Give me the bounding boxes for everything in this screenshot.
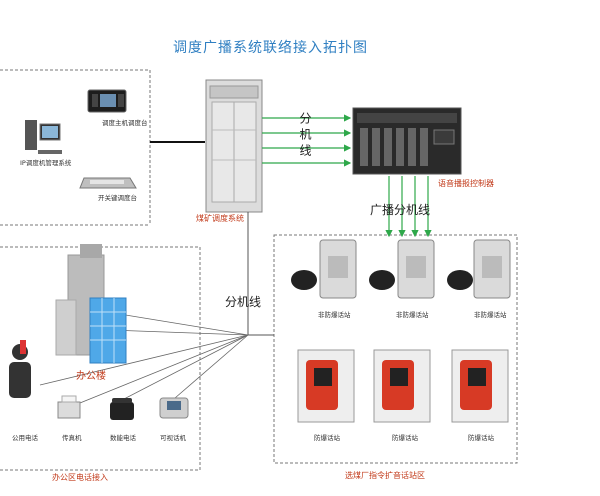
nonexp-station-label-3: 非防爆话站 xyxy=(474,311,507,319)
office-zone-label: 办公区电话接入 xyxy=(52,473,108,482)
video-phone-icon xyxy=(159,397,189,419)
phone-label-video: 可视话机 xyxy=(160,434,186,442)
dispatch-monitor-icon xyxy=(87,89,127,113)
link-down-label: 分机线 xyxy=(225,295,262,309)
exp-station-label-2: 防爆话站 xyxy=(392,434,418,442)
phone-label-smart: 数能电话 xyxy=(110,434,136,442)
nonexp-station-label-1: 非防爆话站 xyxy=(318,311,351,319)
plant-zone-label: 选煤厂指令扩音话站区 xyxy=(345,471,425,480)
cabinet-to-controller-arrows xyxy=(262,114,352,167)
nonexp-station-label-2: 非防爆话站 xyxy=(396,311,429,319)
person-phone-icon xyxy=(9,340,31,398)
building-label: 办公楼 xyxy=(76,371,106,382)
diagram-title: 调度广播系统联络接入拓扑图 xyxy=(173,40,368,56)
cabinet-label: 煤矿调度系统 xyxy=(196,214,244,223)
office-building-icon xyxy=(55,244,127,364)
exp-station-icon-2 xyxy=(373,349,431,423)
voice-controller-icon xyxy=(352,107,462,175)
console-label: 开关键调度台 xyxy=(98,194,137,202)
controller-label: 语音播报控制器 xyxy=(438,179,494,188)
link-vertical-label: 分机线 xyxy=(298,112,312,160)
monitor-label: 调度主机调度台 xyxy=(102,119,148,127)
pc-label: IP调度机管理系统 xyxy=(20,159,72,167)
fax-machine-icon xyxy=(57,395,81,419)
exp-station-icon-1 xyxy=(297,349,355,423)
exp-station-icon-3 xyxy=(451,349,509,423)
smart-phone-icon xyxy=(110,398,134,420)
nonexp-station-icon-3 xyxy=(447,239,511,299)
nonexp-station-icon-2 xyxy=(369,239,435,299)
controller-to-stations-arrows xyxy=(385,176,432,238)
desktop-pc-icon xyxy=(25,120,62,154)
plant-zone-border xyxy=(273,234,518,464)
cabinet-to-plant-line xyxy=(247,212,274,336)
phone-label-fax: 传真机 xyxy=(62,434,82,442)
switch-console-icon xyxy=(79,177,137,189)
nonexp-station-icon-1 xyxy=(291,239,357,299)
broadcast-link-label: 广播分机线 xyxy=(370,203,431,217)
left-panel-border xyxy=(0,69,151,226)
exp-station-label-3: 防爆话站 xyxy=(468,434,494,442)
dispatch-cabinet-icon xyxy=(205,79,263,213)
phone-label-public: 公用电话 xyxy=(12,434,38,442)
exp-station-label-1: 防爆话站 xyxy=(314,434,340,442)
